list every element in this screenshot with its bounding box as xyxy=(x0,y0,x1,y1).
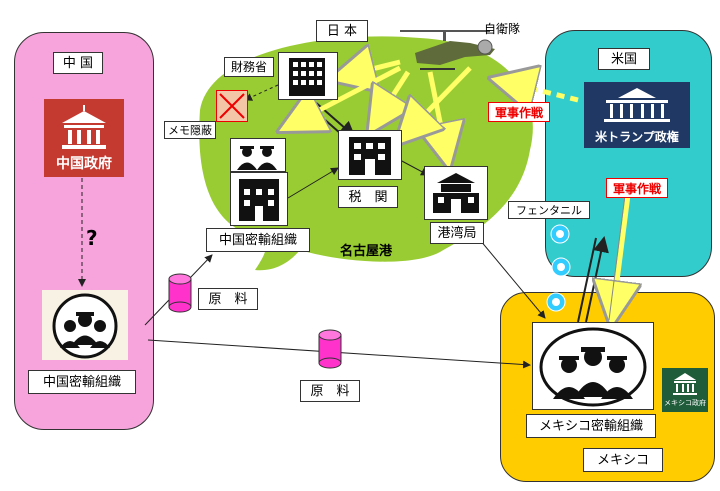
crossed-memo-icon xyxy=(219,93,245,119)
japan-title: 日 本 xyxy=(316,20,368,42)
port-building-box xyxy=(424,166,488,220)
china-cartel-japan-label: 中国密輸組織 xyxy=(206,228,310,252)
fentanyl-particles xyxy=(546,224,571,312)
fentanyl-label: フェンタニル xyxy=(508,201,590,219)
raw-material-label-1: 原 料 xyxy=(198,288,258,310)
japan-cartel-building-box xyxy=(230,172,288,226)
usa-title: 米国 xyxy=(598,48,650,70)
raw-material-label-2: 原 料 xyxy=(300,380,360,402)
finance-building-box xyxy=(278,52,338,100)
mexico-government-label: メキシコ政府 xyxy=(664,399,706,407)
mexico-cartel-icon-box xyxy=(532,322,654,410)
china-panel xyxy=(14,32,154,430)
china-cartel-left-label: 中国密輸組織 xyxy=(28,370,136,394)
cartel-people-icon xyxy=(52,293,118,359)
government-building-icon xyxy=(673,373,697,395)
office-building-icon xyxy=(289,58,325,96)
japan-cartel-people-box xyxy=(230,138,286,172)
mexico-government-box: メキシコ政府 xyxy=(662,368,708,412)
cylinder-icon xyxy=(318,329,342,369)
nagoya-port-label: 名古屋港 xyxy=(340,244,393,259)
china-title: 中 国 xyxy=(53,52,103,74)
white-house-icon xyxy=(604,88,670,122)
ministry-of-finance-label: 財務省 xyxy=(224,57,274,77)
question-mark: ? xyxy=(86,226,98,250)
china-government-label: 中国政府 xyxy=(56,156,112,172)
helicopter-icon xyxy=(400,30,495,70)
mexico-cartel-label: メキシコ密輸組織 xyxy=(526,414,656,438)
military-op-label-2: 軍事作戦 xyxy=(606,178,668,198)
port-building-icon xyxy=(433,173,479,213)
government-building-icon xyxy=(62,105,106,149)
cartel-people-icon xyxy=(539,327,647,407)
trump-admin-label: 米トランプ政権 xyxy=(595,130,679,144)
china-government-box: 中国政府 xyxy=(44,99,124,177)
trump-admin-box: 米トランプ政権 xyxy=(584,82,690,148)
self-defense-forces-label: 自衛隊 xyxy=(484,22,521,36)
cylinder-icon xyxy=(168,273,192,313)
military-op-label-1: 軍事作戦 xyxy=(488,102,550,122)
port-authority-label: 港湾局 xyxy=(430,222,484,244)
customs-label: 税 関 xyxy=(338,186,398,208)
memo-crossed-box xyxy=(216,90,248,122)
china-cartel-left-icon-box xyxy=(42,290,128,360)
cartel-people-icon xyxy=(237,146,277,170)
customs-building-box xyxy=(338,130,402,180)
memo-concealment-label: メモ隠蔽 xyxy=(164,121,216,139)
mexico-title: メキシコ xyxy=(583,448,663,472)
office-building-icon xyxy=(239,179,279,221)
customs-building-icon xyxy=(349,137,391,175)
usa-panel xyxy=(545,30,712,277)
